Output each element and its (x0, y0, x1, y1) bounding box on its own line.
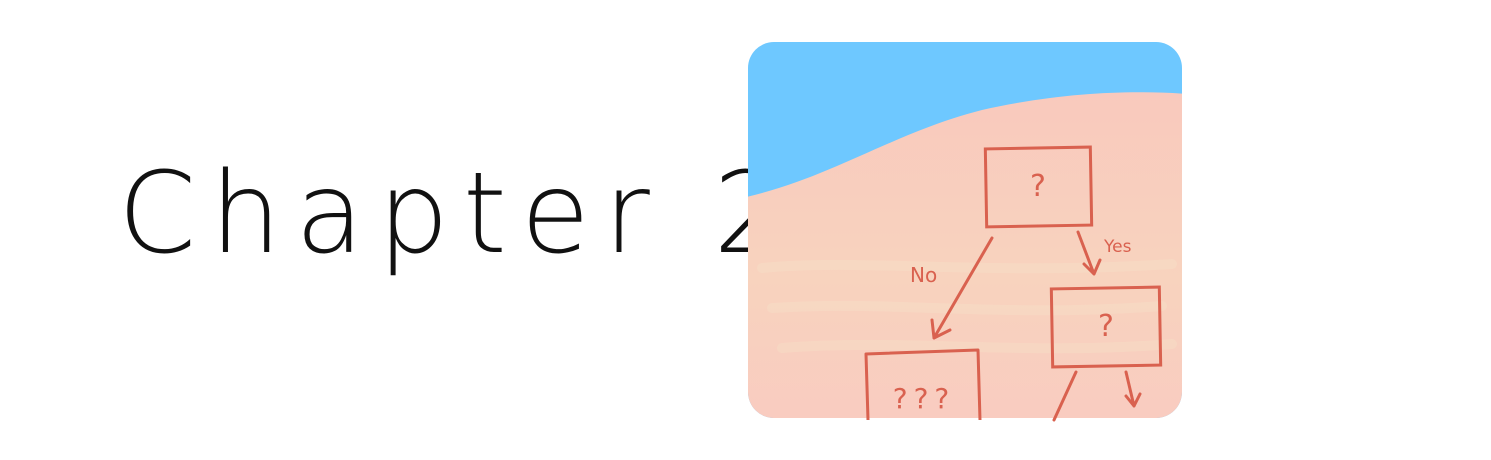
left-node-box (864, 348, 982, 421)
yes-arrow (1076, 230, 1102, 276)
right-node-left-edge (1052, 370, 1078, 422)
right-node-yes-arrow (1124, 370, 1142, 408)
right-node-box (1049, 285, 1163, 369)
root-node-label: ? (1030, 169, 1046, 204)
no-arrow (930, 236, 994, 340)
left-node-label: ??? (893, 382, 956, 415)
root-node-box (983, 145, 1094, 229)
chapter-title: Chapter 2 (118, 149, 799, 279)
decision-tree-illustration: ? No Yes ? ??? (742, 38, 1188, 430)
yes-branch-label: Yes (1103, 237, 1132, 257)
right-node-label: ? (1098, 309, 1114, 344)
no-branch-label: No (910, 263, 937, 287)
